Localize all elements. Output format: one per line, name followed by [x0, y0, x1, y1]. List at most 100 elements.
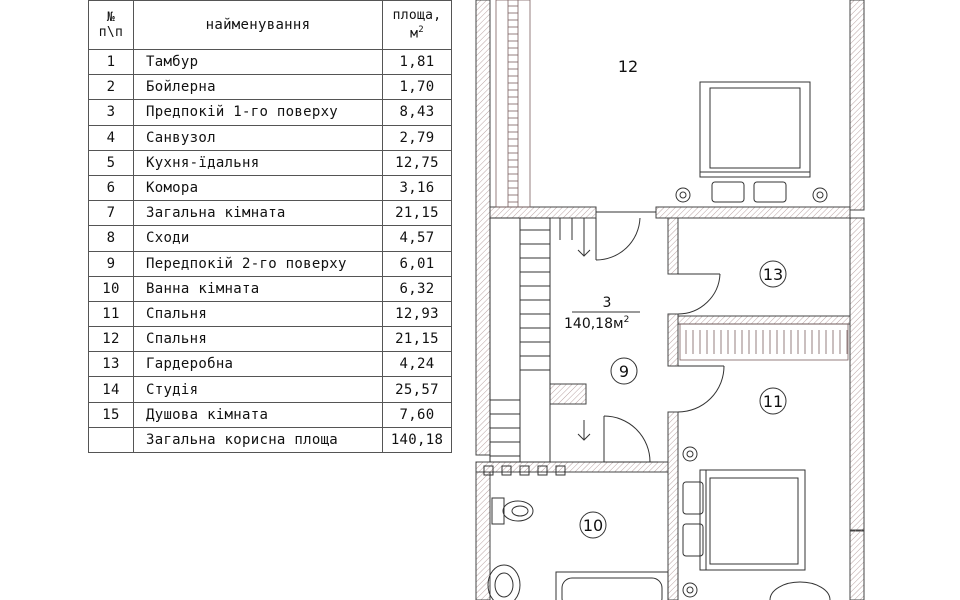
- floor-plan: 12 13 11 9 10 3 140,18м2: [475, 0, 865, 600]
- table-header-row: № п\п найменування площа, м2: [88, 0, 452, 50]
- room-10-label: 10: [583, 516, 603, 535]
- wall-mid-horizontal-left: [489, 206, 597, 219]
- wall-stair-landing: [549, 383, 587, 405]
- row-number: 8: [88, 225, 134, 252]
- radiator: [483, 465, 566, 476]
- room-9-label: 9: [619, 362, 629, 381]
- row-number: 12: [88, 326, 134, 353]
- row-number: 15: [88, 401, 134, 428]
- bed-room-11: [682, 446, 831, 600]
- wall-right-lower: [849, 529, 865, 600]
- wall-bath-top: [475, 461, 669, 473]
- row-number: 3: [88, 99, 134, 126]
- row-name: Сходи: [133, 225, 383, 252]
- row-area: 4,57: [382, 225, 452, 252]
- row-name: Спальня: [133, 326, 383, 353]
- room-11-label: 11: [763, 392, 783, 411]
- total-name: Загальна корисна площа: [133, 426, 383, 454]
- walls: [475, 0, 865, 600]
- row-area: 7,60: [382, 401, 452, 428]
- header-number: № п\п: [88, 0, 134, 50]
- room-9-circle: [610, 357, 638, 385]
- total-number: [88, 426, 134, 454]
- wall-left-lower: [475, 471, 491, 600]
- wall-hall-right-lower: [667, 411, 679, 600]
- stairs: [489, 217, 597, 463]
- row-name: Комора: [133, 174, 383, 202]
- wall-right-upper: [849, 0, 865, 211]
- bathtub: [555, 571, 669, 600]
- wall-closet-vertical: [667, 217, 679, 275]
- room-10-circle: [579, 511, 607, 539]
- row-number: 1: [88, 48, 134, 76]
- room-11-circle: [759, 387, 787, 415]
- toilet-bowl: [502, 500, 534, 522]
- summary-area: 140,18м2: [564, 315, 629, 332]
- bed-room-12: [675, 81, 828, 203]
- row-area: 6,01: [382, 250, 452, 277]
- wall-left-upper: [475, 0, 491, 456]
- row-name: Душова кімната: [133, 401, 383, 428]
- row-name: Тамбур: [133, 48, 383, 76]
- row-area: 21,15: [382, 200, 452, 227]
- wall-room11-top: [677, 315, 851, 325]
- sink: [487, 564, 521, 600]
- room-13-label: 13: [763, 265, 783, 284]
- row-name: Бойлерна: [133, 74, 383, 101]
- row-name: Спальня: [133, 300, 383, 328]
- row-name: Передпокій 2-го поверху: [133, 250, 383, 277]
- row-number: 7: [88, 200, 134, 227]
- row-area: 12,75: [382, 149, 452, 176]
- row-area: 8,43: [382, 99, 452, 126]
- row-name: Кухня-їдальня: [133, 149, 383, 176]
- header-name: найменування: [133, 0, 383, 50]
- bathroom-fixtures: [487, 497, 669, 600]
- row-name: Студія: [133, 376, 383, 403]
- wardrobe-room-11: [679, 323, 849, 361]
- row-number: 6: [88, 174, 134, 202]
- row-number: 14: [88, 376, 134, 403]
- room-12-label: 12: [618, 57, 638, 76]
- doors-hall: [595, 211, 725, 463]
- header-area: площа, м2: [382, 0, 452, 50]
- row-area: 21,15: [382, 326, 452, 353]
- row-area: 1,70: [382, 74, 452, 101]
- table-row: 1 Тамбур 1,81: [88, 48, 452, 76]
- row-name: Предпокій 1-го поверху: [133, 99, 383, 126]
- row-area: 3,16: [382, 174, 452, 202]
- row-area: 25,57: [382, 376, 452, 403]
- row-number: 10: [88, 275, 134, 302]
- row-number: 9: [88, 250, 134, 277]
- wall-mid-horizontal-right: [655, 206, 851, 219]
- row-area: 12,93: [382, 300, 452, 328]
- toilet-tank: [491, 497, 505, 525]
- door-room-13: [677, 273, 721, 315]
- room-table: № п\п найменування площа, м2 1 Тамбур 1,…: [88, 0, 452, 454]
- row-area: 4,24: [382, 351, 452, 378]
- row-area: 6,32: [382, 275, 452, 302]
- row-name: Санвузол: [133, 124, 383, 151]
- wall-right-mid: [849, 217, 865, 532]
- row-number: 2: [88, 74, 134, 101]
- wall-closet-vertical-lower: [667, 313, 679, 367]
- summary-count: 3: [603, 295, 612, 311]
- row-area: 2,79: [382, 124, 452, 151]
- row-name: Ванна кімната: [133, 275, 383, 302]
- row-number: 5: [88, 149, 134, 176]
- row-number: 11: [88, 300, 134, 328]
